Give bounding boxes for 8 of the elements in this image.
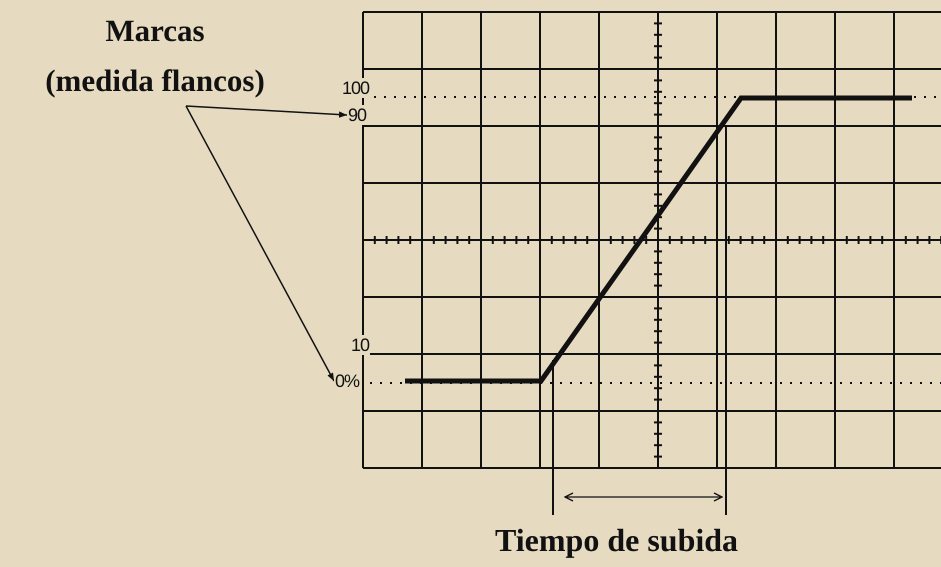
callout-text: (medida flancos): [44, 62, 266, 100]
callout-text: Marcas: [104, 12, 206, 50]
marker-label: 10: [350, 335, 370, 355]
marker-label: 90: [347, 105, 368, 125]
leader-arrow: [185, 106, 335, 382]
leader-arrow: [186, 105, 348, 118]
dimension-label: Tiempo de subida: [495, 522, 738, 559]
marker-label: 100: [341, 78, 370, 98]
